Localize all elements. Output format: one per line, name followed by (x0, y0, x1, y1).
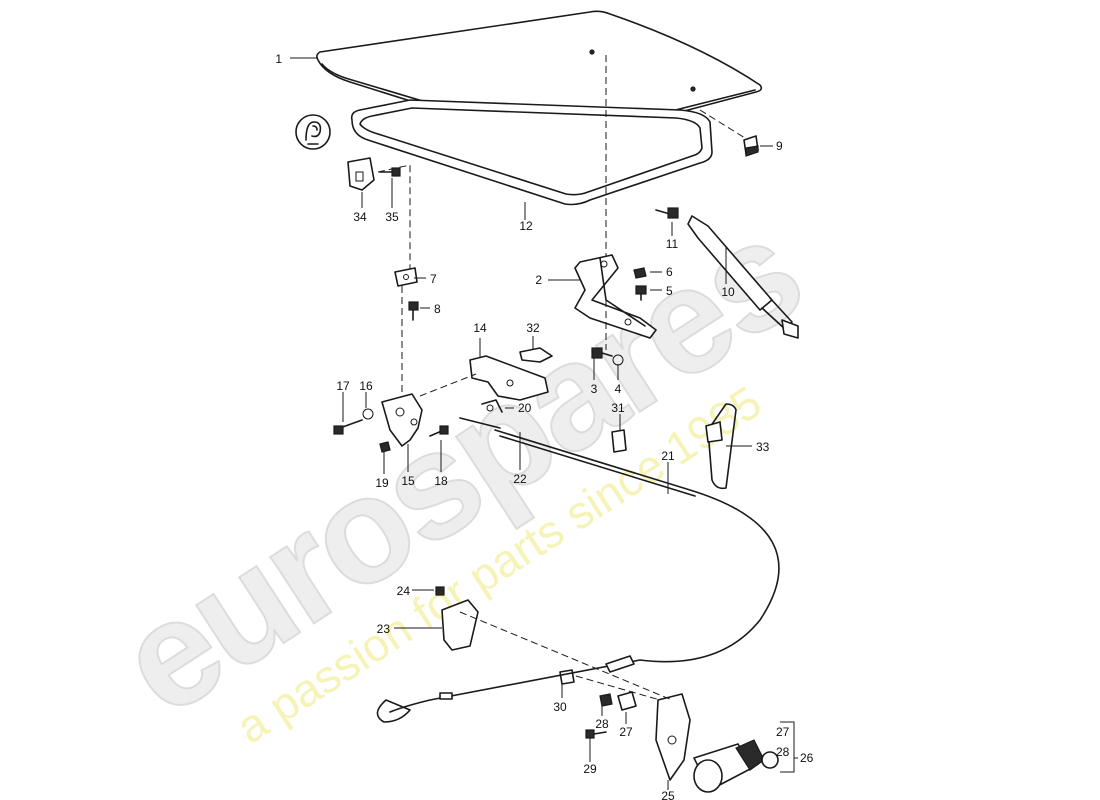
callout-10: 10 (721, 285, 735, 299)
callout-3: 3 (591, 382, 598, 396)
strut-ball-stud (655, 207, 679, 219)
lock-keyhole-icon (295, 114, 331, 150)
hinge-nut (633, 267, 647, 279)
watermark-brand: eurospares (91, 187, 827, 747)
alignment-lines-bottom (401, 286, 673, 701)
lock-bolt (429, 425, 449, 437)
callout-33: 33 (756, 440, 770, 454)
callout-22: 22 (513, 472, 527, 486)
callout-27a: 27 (619, 725, 633, 739)
callout-31: 31 (611, 401, 625, 415)
callout-16: 16 (359, 379, 373, 393)
callout-14: 14 (473, 321, 487, 335)
striker-plate (394, 267, 418, 287)
callout-34: 34 (353, 210, 367, 224)
lid-lock (381, 393, 423, 447)
cable-strap (705, 403, 737, 490)
cable-end-clip (559, 669, 575, 685)
release-cable (376, 429, 780, 723)
lock-bracket (469, 355, 549, 401)
callout-8: 8 (434, 302, 441, 316)
callout-7: 7 (430, 272, 437, 286)
lock-housing (655, 693, 691, 781)
callout-18: 18 (434, 474, 448, 488)
callout-25: 25 (661, 789, 675, 800)
callout-1: 1 (275, 52, 282, 66)
lock-nut (379, 441, 391, 453)
cable-holder (481, 399, 503, 413)
bracket-screw (435, 586, 445, 596)
hinge-mount-bolt (591, 347, 613, 359)
watermark: eurospares a passion for parts since 198… (90, 186, 828, 753)
lock-clip (617, 691, 637, 711)
callout-labels: 1 12 9 11 2 6 5 10 7 8 34 35 14 32 17 16… (275, 52, 813, 800)
gas-strut (687, 215, 799, 339)
callout-32: 32 (526, 321, 540, 335)
callout-23: 23 (377, 622, 391, 636)
callout-20: 20 (518, 401, 532, 415)
inner-cable (459, 417, 501, 429)
callout-30: 30 (553, 700, 567, 714)
lock-screw (333, 419, 363, 435)
alignment-lines-top (377, 55, 746, 270)
callout-24: 24 (397, 584, 411, 598)
grommet (611, 429, 627, 453)
callout-35: 35 (385, 210, 399, 224)
callout-19: 19 (375, 476, 389, 490)
lock-cylinder (693, 739, 779, 793)
callout-27b: 27 (776, 725, 790, 739)
catch-screw (379, 167, 401, 177)
leader-lines (290, 57, 798, 790)
callout-5: 5 (666, 284, 673, 298)
callout-21: 21 (661, 449, 675, 463)
lid-catch (347, 157, 375, 191)
callout-2: 2 (535, 273, 542, 287)
callout-28a: 28 (595, 717, 609, 731)
hinge-bolt (635, 285, 647, 301)
cable-adjuster (605, 655, 635, 673)
striker-bolt (408, 301, 419, 321)
cable-clip (519, 347, 553, 363)
cable-bracket (441, 599, 479, 651)
rubber-buffer (743, 135, 759, 157)
callout-26: 26 (800, 751, 814, 765)
callout-11: 11 (666, 237, 679, 251)
callout-17: 17 (336, 379, 350, 393)
callout-4: 4 (615, 382, 622, 396)
callout-29: 29 (583, 762, 597, 776)
callout-15: 15 (401, 474, 415, 488)
lock-nut-small (599, 693, 613, 707)
housing-screw (585, 729, 607, 739)
callout-12: 12 (519, 219, 533, 233)
lid-seal (350, 99, 713, 206)
callout-28b: 28 (776, 745, 790, 759)
spring-washer (362, 408, 374, 420)
callout-6: 6 (666, 265, 673, 279)
callout-9: 9 (776, 139, 783, 153)
